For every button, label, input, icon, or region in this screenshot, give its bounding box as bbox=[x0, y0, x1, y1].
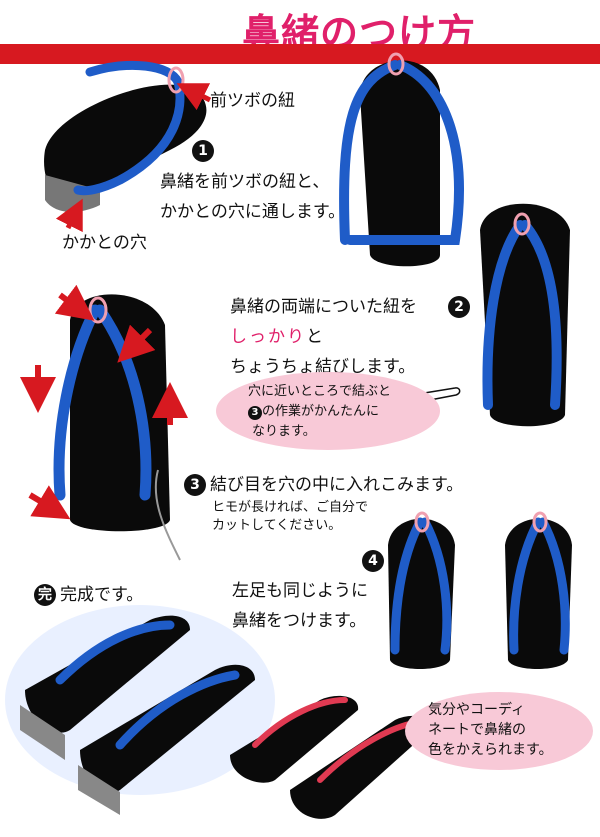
step3-line1: 結び目を穴の中に入れこみます。 bbox=[210, 475, 464, 495]
step1-badge: 1 bbox=[192, 140, 214, 162]
color-bubble-line2: ネートで鼻緒の bbox=[428, 722, 526, 738]
step4-line2: 鼻緒をつけます。 bbox=[232, 611, 367, 631]
step3-note2: カットしてください。 bbox=[212, 518, 342, 533]
geta-step4-pair bbox=[388, 511, 572, 669]
color-bubble-line1: 気分やコーディ bbox=[428, 702, 526, 718]
done-badge: 完 bbox=[34, 584, 56, 606]
tip-line2-suffix: の作業がかんたんに bbox=[262, 404, 380, 419]
step3-badge: 3 bbox=[184, 474, 206, 496]
step4-line1: 左足も同じように bbox=[232, 581, 368, 601]
front-cord-label: 前ツボの紐 bbox=[210, 91, 295, 111]
step2-line3: ちょうちょ結びします。 bbox=[230, 357, 416, 377]
geta-step3 bbox=[20, 284, 188, 561]
completed-blue-pair bbox=[5, 605, 275, 815]
geta-step1 bbox=[44, 60, 212, 233]
geta-step1-top bbox=[339, 52, 464, 267]
step2-line2-suffix: と bbox=[306, 327, 323, 347]
step2-badge: 2 bbox=[448, 296, 470, 318]
heel-hole-label: かかとの穴 bbox=[62, 233, 147, 253]
tip-line3: なります。 bbox=[252, 424, 316, 439]
header-band bbox=[0, 44, 600, 64]
tip-step3-badge: 3 bbox=[248, 406, 262, 420]
color-bubble-line3: 色をかえられます。 bbox=[428, 742, 553, 758]
step1-line2: かかとの穴に通します。 bbox=[160, 202, 346, 222]
step4-badge: 4 bbox=[362, 550, 384, 572]
step1-line1: 鼻緒を前ツボの紐と、 bbox=[160, 172, 330, 192]
color-bubble bbox=[405, 692, 593, 770]
step2-line1: 鼻緒の両端についた紐を bbox=[230, 297, 417, 317]
geta-step2 bbox=[480, 203, 570, 427]
step2-line2: しっかりと bbox=[230, 322, 323, 352]
tip-line1: 穴に近いところで結ぶと bbox=[248, 384, 392, 399]
step3-note1: ヒモが長ければ、ご自分で bbox=[212, 500, 369, 515]
done-label: 完成です。 bbox=[60, 585, 144, 605]
step2-emphasis: しっかり bbox=[230, 327, 306, 347]
